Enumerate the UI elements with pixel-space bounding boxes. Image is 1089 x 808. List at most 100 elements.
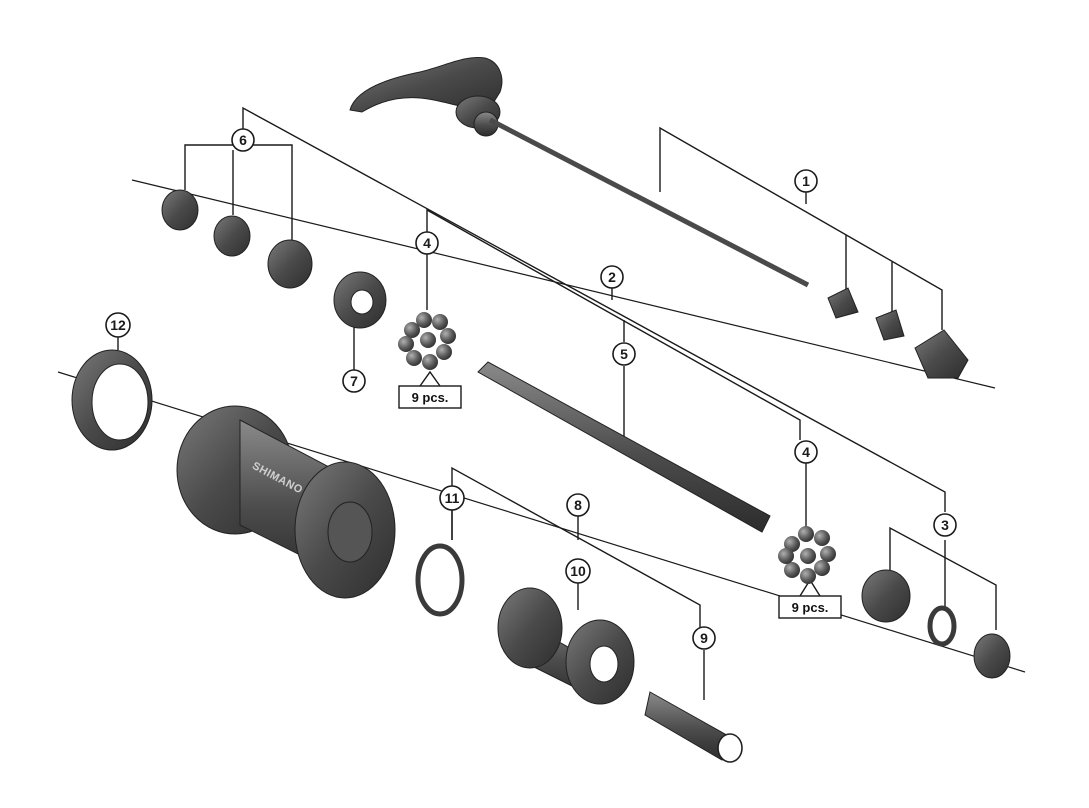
ball: [820, 546, 836, 562]
callout-12-label: 12: [110, 317, 126, 333]
qr-rod: [488, 117, 810, 288]
callout-5: 5: [612, 342, 636, 366]
lock-ring-inner: [91, 363, 149, 441]
ball: [798, 526, 814, 542]
callout-9: 9: [692, 626, 716, 650]
callout-11-label: 11: [445, 490, 460, 506]
callout-3-label: 3: [941, 517, 949, 533]
leader-9pcs-a: [419, 370, 441, 387]
ball: [420, 332, 436, 348]
callout-2: 2: [600, 265, 624, 289]
ball: [398, 336, 414, 352]
qr-nut: [914, 329, 969, 379]
callout-4a: 4: [415, 231, 439, 255]
left-cone-group: [161, 189, 313, 289]
ball: [404, 322, 420, 338]
callout-5-label: 5: [620, 346, 628, 362]
ball: [800, 568, 816, 584]
right-cone-group: [861, 569, 1011, 679]
right-cone: [861, 569, 911, 623]
hub-axle: [477, 361, 771, 533]
quantity-label-upper: 9 pcs.: [398, 385, 462, 409]
qr-spring-1: [827, 287, 859, 319]
callout-10-circle: [565, 558, 591, 584]
callout-9-circle: [692, 626, 716, 650]
callout-6: 6: [231, 128, 255, 152]
callouts: 1 2 3 4 4 5 6 7: [105, 128, 957, 650]
leader-3-bracket: [889, 526, 997, 630]
callout-5-circle: [612, 342, 636, 366]
quantity-label-lower: 9 pcs.: [778, 595, 842, 619]
ball: [436, 344, 452, 360]
dust-cap-7-hole: [350, 289, 374, 315]
callout-6-label: 6: [239, 132, 247, 148]
callout-8-label: 8: [574, 497, 582, 513]
quantity-text-lower: 9 pcs.: [792, 600, 829, 615]
leader-4a: [426, 208, 801, 440]
callout-6-circle: [231, 128, 255, 152]
left-washer: [213, 215, 251, 257]
ball: [784, 536, 800, 552]
quick-release-skewer: [349, 56, 969, 379]
freehub-body-10: [497, 587, 635, 705]
callout-4b-circle: [794, 440, 818, 464]
quantity-labels: 9 pcs. 9 pcs.: [398, 385, 842, 619]
leader-11-8-bracket: [451, 466, 701, 628]
ball: [416, 312, 432, 328]
ball: [422, 354, 438, 370]
callout-4b: 4: [794, 440, 818, 464]
callout-3-circle: [933, 513, 957, 537]
callout-11-circle: [439, 485, 465, 511]
o-ring-11: [415, 543, 465, 617]
quantity-text-upper: 9 pcs.: [412, 390, 449, 405]
ball: [432, 314, 448, 330]
qr-spring-2: [875, 309, 905, 341]
ball: [814, 560, 830, 576]
ball: [406, 350, 422, 366]
freehub-left-face: [497, 587, 563, 669]
qr-lever: [349, 56, 503, 113]
ball-bearings-lower: [778, 526, 836, 584]
ball-bearings-upper: [398, 312, 456, 370]
right-washer: [927, 605, 957, 647]
ball: [784, 562, 800, 578]
hub-right-bore: [327, 501, 373, 563]
callout-7-circle: [342, 369, 366, 393]
callout-2-circle: [600, 265, 624, 289]
ball: [778, 548, 794, 564]
callout-9-label: 9: [700, 630, 708, 646]
leader-1-bracket: [659, 126, 943, 330]
callout-4a-circle: [415, 231, 439, 255]
callout-4a-label: 4: [423, 235, 431, 251]
callout-10-label: 10: [570, 563, 586, 579]
callout-1: 1: [794, 169, 818, 193]
left-locknut: [161, 189, 199, 231]
ball: [440, 328, 456, 344]
callout-3: 3: [933, 513, 957, 537]
parts: SHIMANO: [71, 56, 1011, 763]
callout-7-label: 7: [350, 373, 358, 389]
callout-12: 12: [105, 312, 131, 338]
freehub-bore: [589, 645, 619, 683]
callout-2-label: 2: [608, 269, 616, 285]
callout-11: 11: [439, 485, 465, 511]
callout-7: 7: [342, 369, 366, 393]
callout-1-label: 1: [802, 173, 810, 189]
bolt-head: [717, 733, 743, 763]
bolt-shank: [644, 691, 733, 761]
hub-body: SHIMANO: [176, 405, 396, 599]
ball: [800, 548, 816, 564]
lock-ring-12: [71, 349, 153, 451]
ball: [814, 530, 830, 546]
quantity-box-upper: [398, 385, 462, 409]
callout-8: 8: [566, 493, 590, 517]
callout-12-circle: [105, 312, 131, 338]
freehub-bolt-9: [644, 691, 743, 763]
left-cone: [267, 239, 313, 289]
callout-4b-label: 4: [802, 444, 810, 460]
right-locknut: [973, 633, 1011, 679]
callout-1-circle: [794, 169, 818, 193]
quantity-box-lower: [778, 595, 842, 619]
callout-8-circle: [566, 493, 590, 517]
